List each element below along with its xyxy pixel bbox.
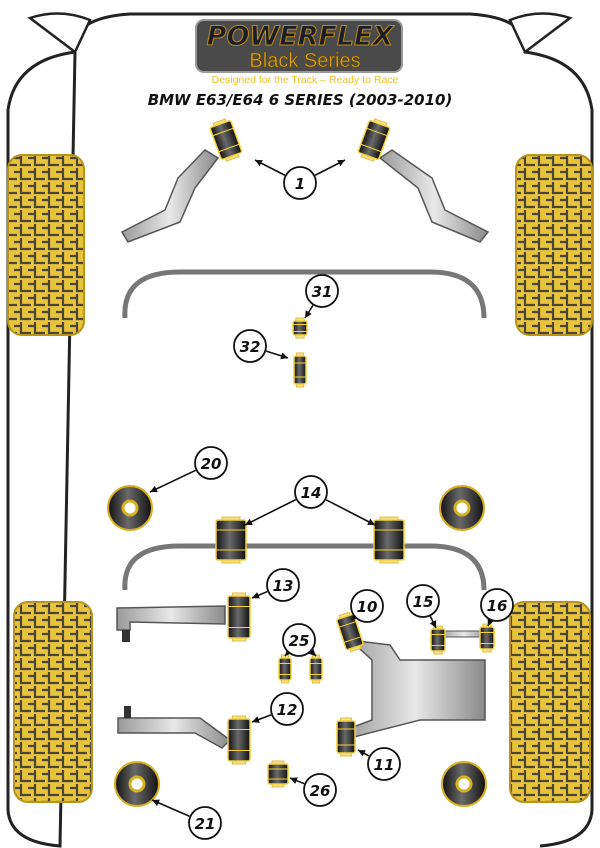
callout-circle	[283, 166, 317, 200]
bushing	[357, 118, 391, 162]
callout-number: 25	[289, 632, 310, 650]
callout-number: 20	[201, 455, 222, 473]
callout-13: 13	[251, 568, 300, 602]
callout-20: 20	[149, 446, 228, 493]
callout-number: 10	[357, 598, 378, 616]
car-body-outline	[6, 12, 594, 848]
callout-number: 12	[277, 701, 298, 719]
callout-number: 26	[310, 782, 331, 800]
front-right-arm	[378, 149, 490, 243]
callout-arrow	[325, 499, 376, 526]
bushing	[267, 760, 289, 788]
callout-number: 14	[301, 484, 322, 502]
callout-circle	[233, 329, 267, 363]
callout-number: 31	[312, 283, 333, 301]
tagline: Designed for the Track – Ready to Race	[212, 74, 399, 86]
callout-12: 12	[251, 692, 304, 726]
rear-upper-arm	[116, 605, 226, 631]
tyre-front-right	[515, 154, 593, 336]
callout-number: 13	[273, 577, 294, 595]
tyre-rear-left	[13, 601, 93, 803]
bushing	[209, 118, 243, 162]
top-mount-bushing	[114, 761, 160, 807]
top-mount-bushing	[439, 485, 485, 531]
bushing	[479, 623, 495, 653]
callout-15: 15	[406, 584, 440, 629]
logo-plate	[195, 19, 403, 73]
bushing	[292, 317, 308, 339]
callout-21: 21	[151, 799, 222, 840]
callout-14: 14	[244, 475, 376, 526]
logo-series: Black Series	[249, 50, 360, 72]
bushing	[309, 654, 323, 684]
bushing	[293, 352, 307, 388]
bushing	[336, 611, 364, 653]
callout-arrow	[244, 498, 297, 526]
callout-number: 11	[374, 756, 395, 774]
rear-anti-roll-bar	[122, 543, 487, 591]
bushing	[227, 715, 251, 765]
callout-number: 21	[195, 815, 216, 833]
page-title: BMW E63/E64 6 SERIES (2003-2010)	[148, 91, 453, 109]
callout-circle	[367, 747, 401, 781]
callout-circle	[406, 584, 440, 618]
bushing	[336, 717, 356, 757]
callout-32: 32	[233, 329, 289, 363]
tyre-front-left	[7, 154, 85, 336]
callout-16: 16	[480, 588, 514, 627]
callout-31: 31	[304, 274, 339, 319]
bushing	[227, 592, 251, 642]
callout-1: 1	[254, 159, 346, 200]
callout-10: 10	[350, 589, 384, 623]
top-mount-bushing	[441, 761, 487, 807]
bushing	[373, 516, 405, 564]
callout-circle	[305, 274, 339, 308]
callout-circle	[294, 475, 328, 509]
callout-number: 16	[487, 597, 508, 615]
rear-arm-stud-lower	[124, 706, 131, 718]
bushing	[215, 516, 247, 564]
bushing	[430, 625, 446, 655]
callout-26: 26	[289, 773, 337, 807]
callout-number: 1	[295, 175, 305, 193]
callout-circle	[282, 623, 316, 657]
callout-number: 32	[240, 338, 261, 356]
callout-25: 25	[282, 623, 317, 657]
callout-circle	[303, 773, 337, 807]
logo-brand: POWERFLEX	[207, 21, 395, 52]
left-mirror	[27, 12, 92, 54]
callout-circle	[188, 806, 222, 840]
front-anti-roll-bar	[122, 269, 487, 319]
rear-lower-arm	[117, 717, 232, 749]
right-mirror	[508, 12, 573, 54]
callout-circle	[350, 589, 384, 623]
top-mount-bushing	[107, 485, 153, 531]
callout-circle	[266, 568, 300, 602]
rear-arm-stud	[122, 630, 130, 642]
callout-11: 11	[357, 747, 401, 781]
callout-circle	[480, 588, 514, 622]
callout-arrow	[149, 469, 196, 493]
front-left-arm	[120, 149, 220, 243]
wishbone	[343, 638, 486, 739]
callout-number: 15	[413, 593, 434, 611]
callout-circle	[270, 692, 304, 726]
bushing	[278, 654, 292, 684]
callout-circle	[194, 446, 228, 480]
tyre-rear-right	[509, 601, 591, 803]
